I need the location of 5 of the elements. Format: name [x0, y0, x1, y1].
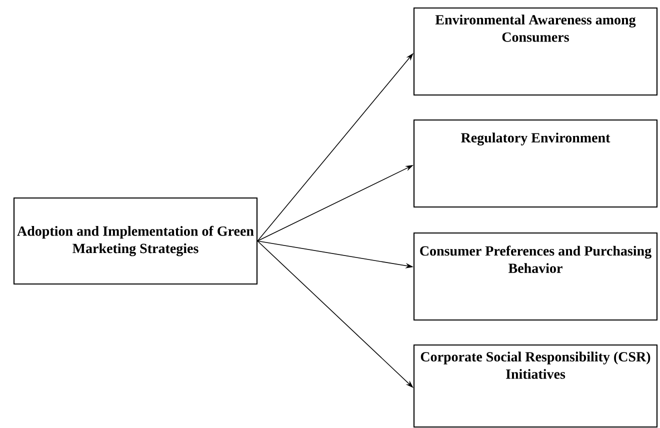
- text-box: Corporate Social Responsibility (CSR) Initiatives: [413, 344, 658, 428]
- text-box: Consumer Preferences and Purchasing Behavior: [413, 232, 658, 321]
- text-box: Regulatory Environment: [413, 119, 658, 208]
- text-box: Environmental Awareness among Consumers: [413, 7, 658, 96]
- text-box: Adoption and Implementation of Green Marketing Strategies: [13, 197, 258, 285]
